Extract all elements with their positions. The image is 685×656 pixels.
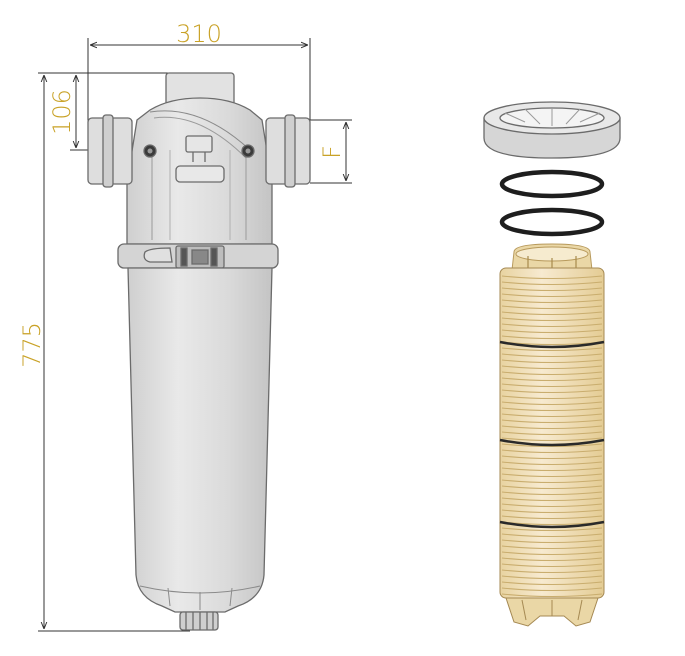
o-ring-upper xyxy=(499,169,605,199)
o-ring-lower xyxy=(499,207,605,237)
cartridge-rib xyxy=(501,449,603,453)
clamp-latch xyxy=(175,245,225,269)
cartridge-rib xyxy=(501,497,603,501)
cartridge-rib xyxy=(501,329,603,333)
cartridge-rib xyxy=(501,371,603,375)
cartridge-rib xyxy=(501,407,603,411)
label-plate xyxy=(175,165,225,183)
valve-block xyxy=(185,135,213,162)
filter-bowl xyxy=(127,267,273,613)
dim-inlet-offset-label: 106 xyxy=(48,89,76,135)
cartridge-rib xyxy=(501,299,603,303)
filter-cartridge xyxy=(499,243,605,627)
cartridge-rib xyxy=(501,455,603,459)
cartridge-rib xyxy=(501,581,603,585)
cartridge-rib xyxy=(501,593,603,597)
cartridge-rib xyxy=(501,443,603,447)
dimension-lines xyxy=(38,38,352,632)
cartridge-rib xyxy=(501,305,603,309)
cartridge-rib xyxy=(501,311,603,315)
dim-total-height-label: 775 xyxy=(18,322,46,368)
cartridge-rib xyxy=(501,335,603,339)
cartridge-rib xyxy=(501,575,603,579)
cartridge-rib xyxy=(501,479,603,483)
cartridge-rib xyxy=(501,389,603,393)
cartridge-rib xyxy=(501,467,603,471)
cartridge-rib xyxy=(501,503,603,507)
filter-housing xyxy=(87,72,311,631)
cartridge-rib xyxy=(501,491,603,495)
cartridge-rib xyxy=(501,377,603,381)
cartridge-rib xyxy=(501,395,603,399)
cartridge-rib xyxy=(501,431,603,435)
cartridge-rib xyxy=(501,419,603,423)
cartridge-rib xyxy=(501,275,603,279)
drain-cap xyxy=(179,611,219,631)
cartridge-rib xyxy=(501,347,603,351)
cartridge-rib xyxy=(501,293,603,297)
cartridge-rib xyxy=(501,281,603,285)
cartridge-rib xyxy=(501,383,603,387)
cartridge-rib xyxy=(501,353,603,357)
cartridge-band-3 xyxy=(499,520,605,529)
cartridge-rib xyxy=(501,563,603,567)
cartridge-rib xyxy=(501,587,603,591)
cartridge-rib xyxy=(501,365,603,369)
dim-connection-label: F xyxy=(318,145,346,159)
dim-width-label: 310 xyxy=(176,20,222,48)
inlet-right xyxy=(265,114,311,188)
cartridge-rib xyxy=(501,461,603,465)
cartridge-rib xyxy=(501,287,603,291)
cartridge-band-2 xyxy=(499,438,605,447)
cartridge-rib xyxy=(501,569,603,573)
cartridge-rib xyxy=(501,533,603,537)
cartridge-rib xyxy=(501,401,603,405)
dimension-labels: 310 106 775 F xyxy=(18,20,346,368)
cartridge-rib xyxy=(501,545,603,549)
cartridge-rib xyxy=(501,323,603,327)
cartridge-rib xyxy=(501,473,603,477)
cartridge-rib xyxy=(501,413,603,417)
cartridge-rib xyxy=(501,437,603,441)
cartridge-rib xyxy=(501,317,603,321)
cartridge-rib xyxy=(501,539,603,543)
cartridge-rib xyxy=(501,425,603,429)
cartridge-rib xyxy=(501,359,603,363)
cartridge-ribs xyxy=(501,275,603,597)
cartridge-rib xyxy=(501,527,603,531)
cartridge-rib xyxy=(501,551,603,555)
cartridge-cap xyxy=(483,101,621,159)
cartridge-rib xyxy=(501,557,603,561)
inlet-left xyxy=(87,114,133,188)
cartridge-rib xyxy=(501,485,603,489)
cartridge-band-1 xyxy=(499,340,605,349)
cartridge-rib xyxy=(501,515,603,519)
cartridge-rib xyxy=(501,509,603,513)
